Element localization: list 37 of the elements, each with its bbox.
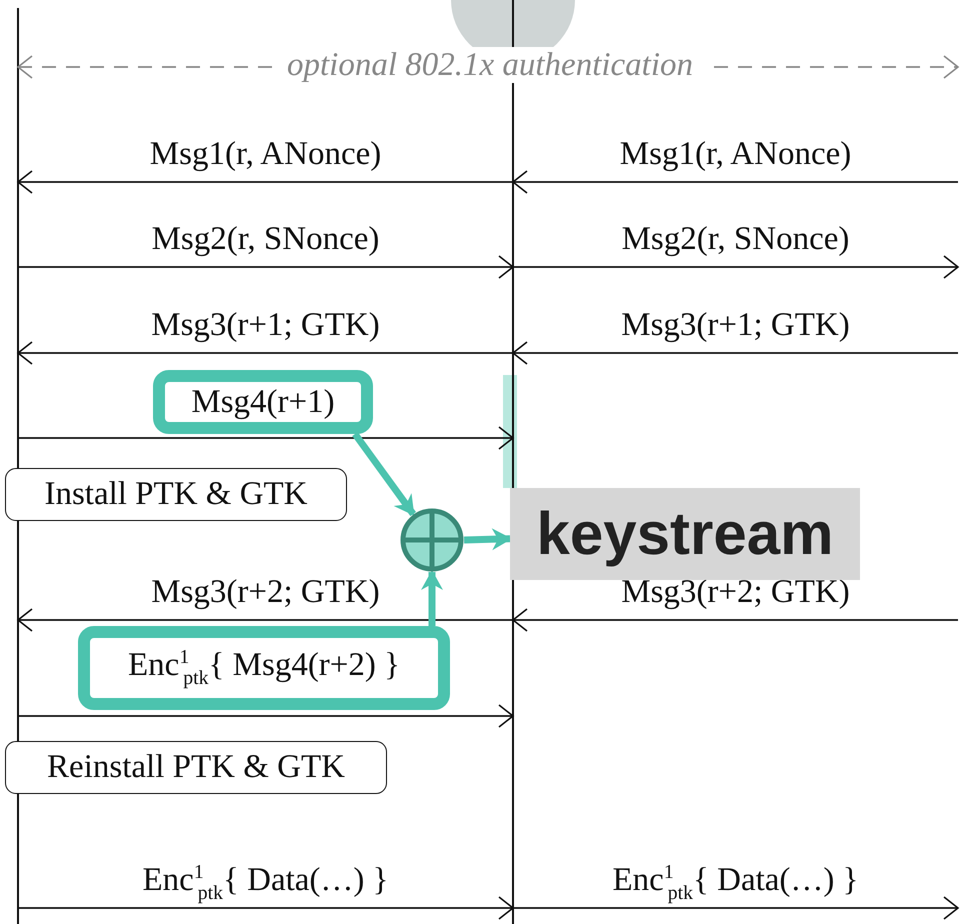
- arrow: [18, 704, 514, 728]
- node-label: Msg4(r+1): [191, 384, 335, 420]
- lifeline: [17, 8, 19, 924]
- keystream-box: [510, 488, 860, 580]
- arrow: [512, 170, 958, 194]
- keystream-label: keystream: [536, 501, 834, 567]
- arrow: [464, 528, 512, 550]
- message-label: Msg3(r+2; GTK): [621, 574, 850, 610]
- node-label: Enc$^{1}$$_{ptk}${ Msg4(r+2) }: [128, 646, 400, 690]
- message-label: Msg2(r, SNonce): [152, 221, 380, 258]
- arrow: [18, 426, 514, 450]
- arrow: [421, 570, 443, 626]
- message-label: Msg1(r, ANonce): [150, 136, 382, 172]
- arrow: [17, 170, 513, 194]
- state-box: [5, 468, 347, 521]
- message-label: Msg3(r+2; GTK): [151, 574, 380, 610]
- state-box: [5, 741, 387, 794]
- highlight-box: [78, 626, 450, 710]
- node-label: Reinstall PTK & GTK: [47, 749, 345, 786]
- highlight-box: [153, 370, 373, 434]
- node-label: Install PTK & GTK: [44, 476, 308, 513]
- arrow: [18, 255, 514, 279]
- arrow: [18, 896, 514, 920]
- arrow: [512, 341, 958, 365]
- arrow: [352, 432, 416, 516]
- xor-symbol: [400, 508, 464, 572]
- arrow: [512, 608, 958, 632]
- message-label: Msg3(r+1; GTK): [621, 307, 850, 344]
- message-label: Enc$^{1}$$_{ptk}${ Data(…) }: [142, 862, 388, 905]
- message-label: Enc$^{1}$$_{ptk}${ Data(…) }: [612, 862, 858, 905]
- message-label: Msg3(r+1; GTK): [151, 307, 380, 344]
- message-label: Msg1(r, ANonce): [620, 136, 852, 172]
- message-label: Msg2(r, SNonce): [622, 221, 850, 258]
- arrow: [17, 608, 513, 632]
- arrow: [17, 341, 513, 365]
- arrow: [513, 255, 959, 279]
- arrow: [513, 896, 959, 920]
